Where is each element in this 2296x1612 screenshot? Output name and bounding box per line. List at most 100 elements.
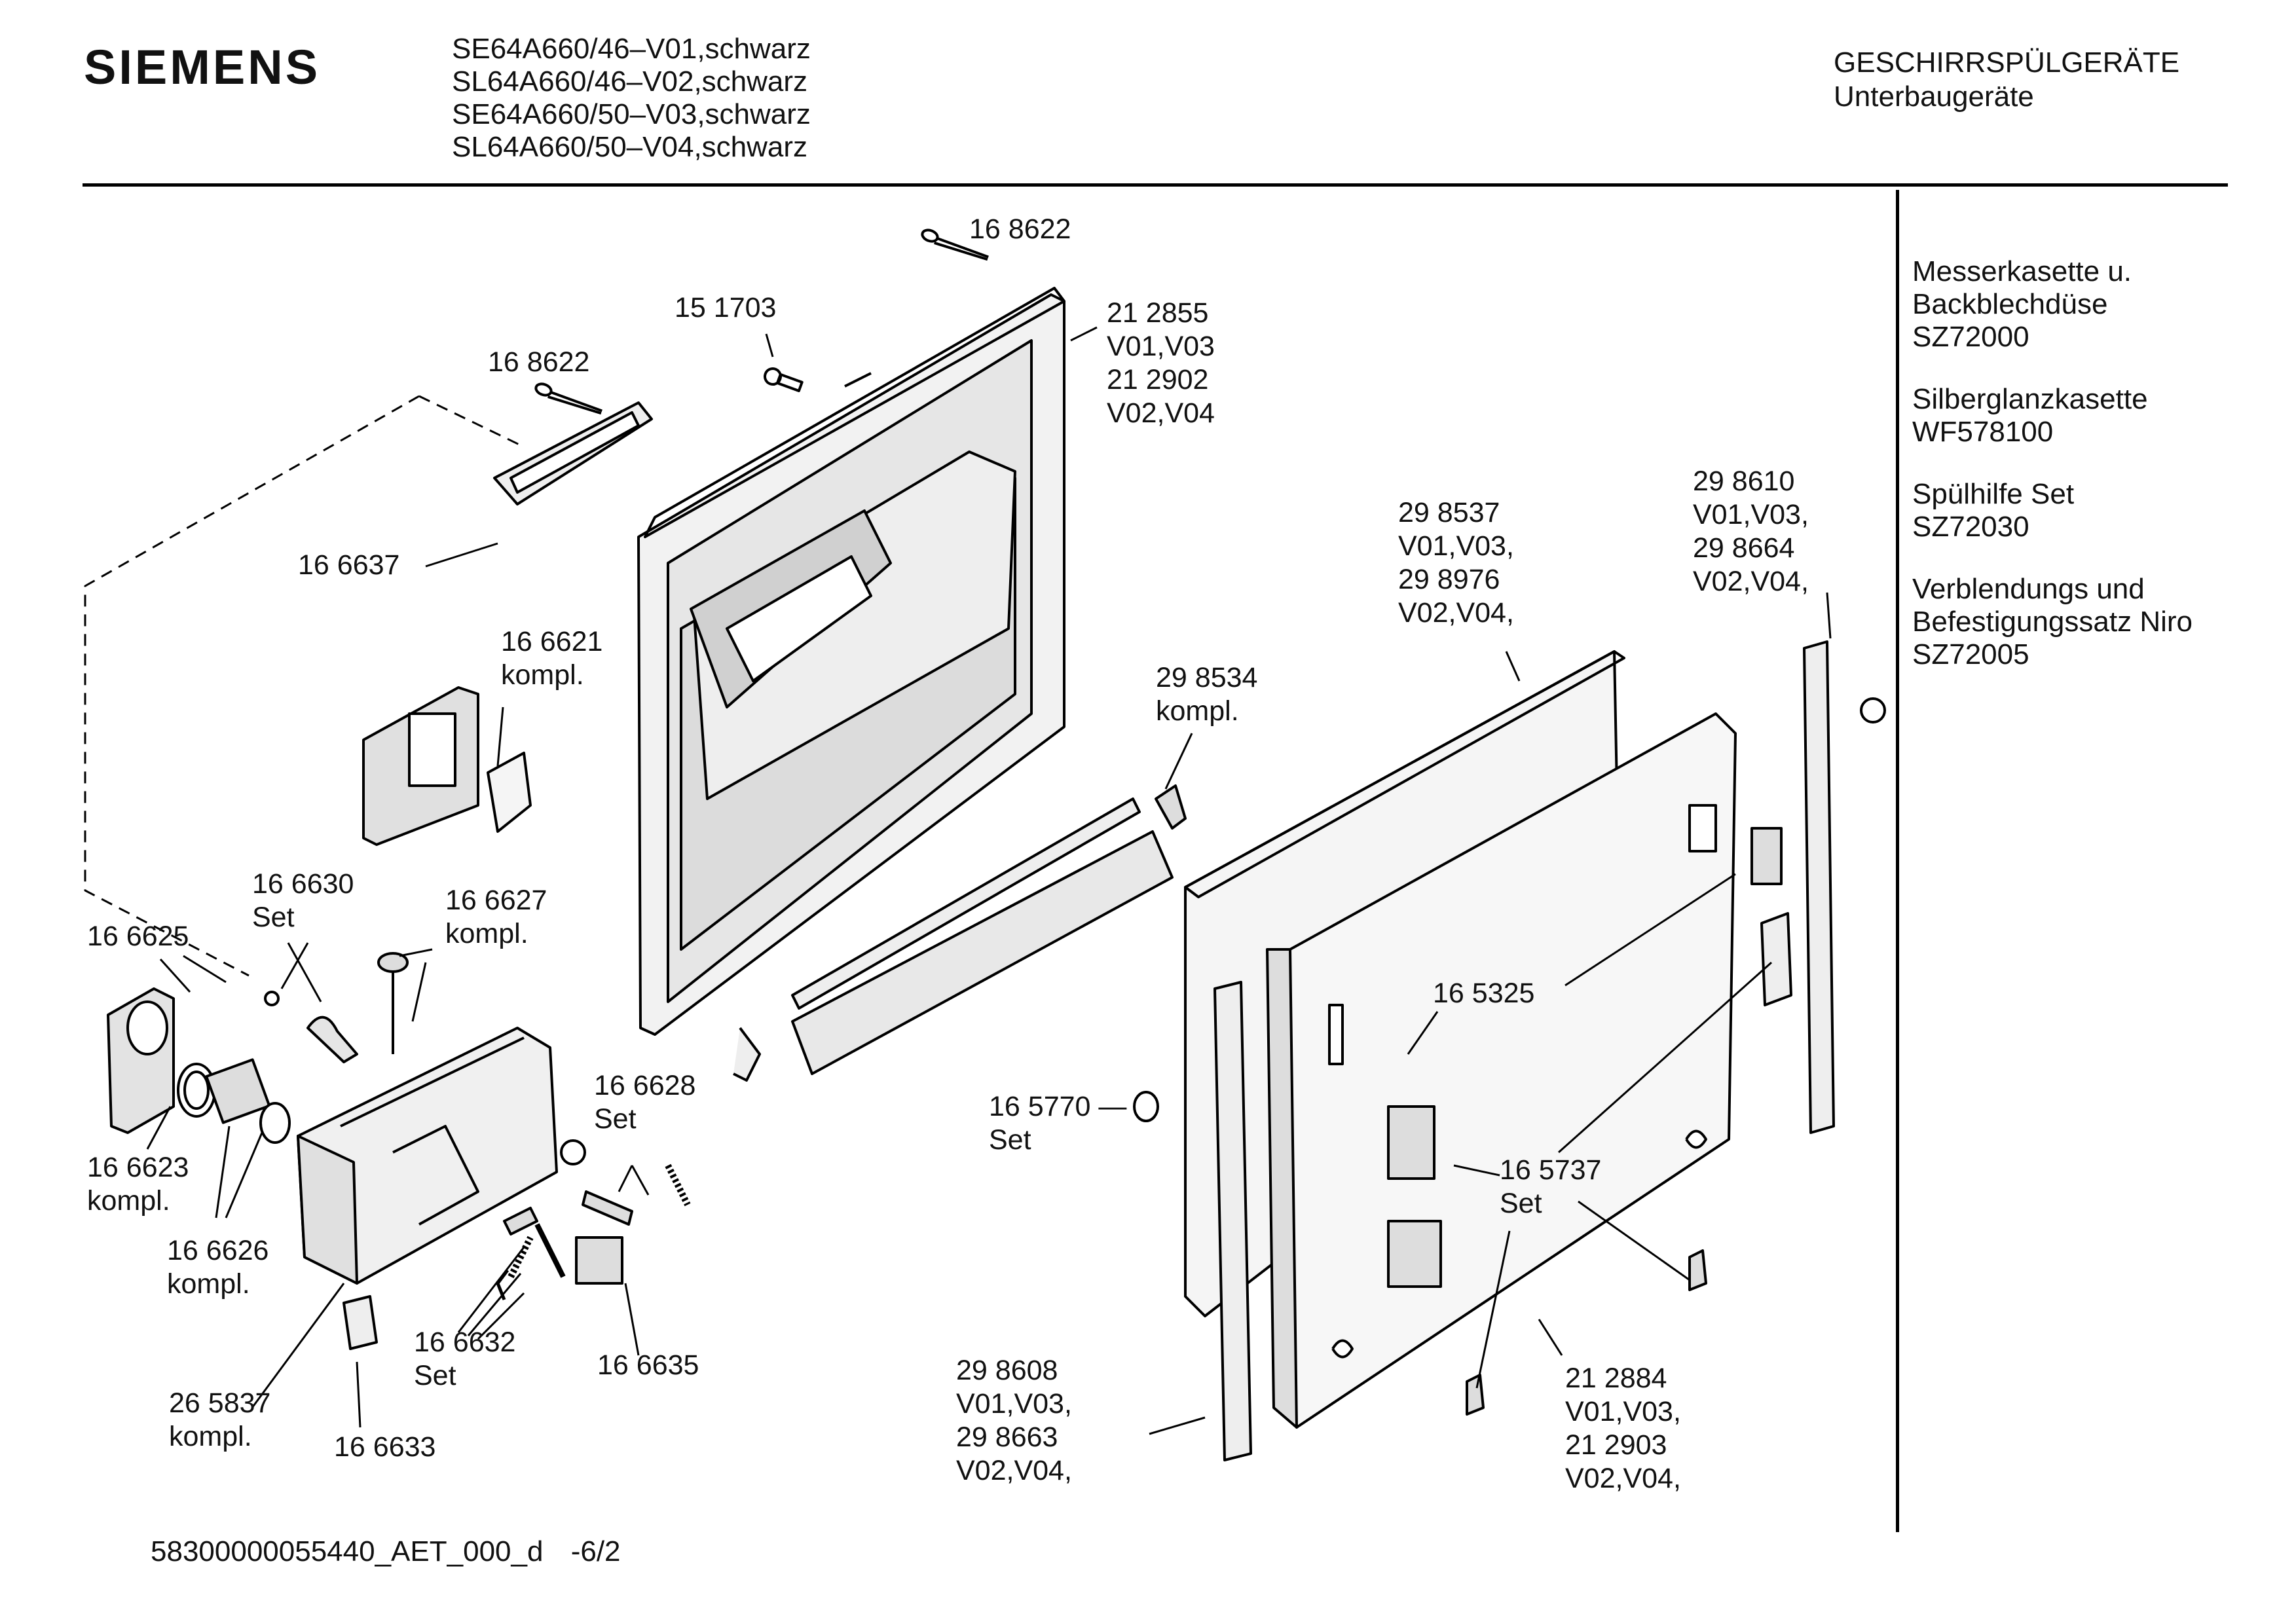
accessory-line: Befestigungssatz Niro	[1912, 606, 2193, 638]
accessory-line: Spülhilfe Set	[1912, 478, 2075, 510]
accessory-code: SZ72005	[1912, 638, 2029, 670]
side-rail-right	[1803, 640, 1835, 1134]
part-note: kompl.	[501, 659, 584, 691]
part-note: Set	[414, 1360, 456, 1391]
part-label-group: 16 6627 kompl.	[445, 884, 547, 951]
part-number: 21 2902	[1107, 364, 1209, 395]
part-note: kompl.	[445, 918, 528, 949]
category: GESCHIRRSPÜLGERÄTE Unterbaugeräte	[1834, 46, 2179, 114]
part-label-group: 29 8610 V01,V03, 29 8664 V02,V04,	[1693, 465, 1809, 598]
part-number: 16 6632	[414, 1327, 516, 1358]
part-label-group: 21 2855 V01,V03 21 2902 V02,V04	[1107, 297, 1215, 430]
part-note: kompl.	[169, 1421, 252, 1452]
part-number: 16 6628	[594, 1070, 696, 1101]
part-note: kompl.	[167, 1268, 250, 1300]
part-label-group: 16 5770 — Set	[989, 1090, 1126, 1157]
brand-logo: SIEMENS	[84, 40, 321, 94]
accessory-line: Messerkasette u.	[1912, 255, 2132, 287]
part-number: 29 8664	[1693, 532, 1795, 564]
accessory-line: Silberglanzkasette	[1912, 383, 2148, 415]
accessory-code: SZ72030	[1912, 511, 2029, 543]
part-number: 16 6627	[445, 885, 547, 916]
accessory-item: Verblendungs und Befestigungssatz Niro S…	[1912, 573, 2193, 671]
part-label-group: 29 8534 kompl.	[1156, 661, 1257, 728]
footer: 58300000055440_AET_000_d -6/2	[151, 1535, 621, 1568]
part-variant: V01,V03,	[1565, 1396, 1681, 1427]
accessory-line: Backblechdüse	[1912, 288, 2108, 320]
part-label: 16 6635	[597, 1349, 699, 1381]
model-line: SE64A660/50–V03,schwarz	[452, 98, 811, 130]
part-variant: V02,V04,	[1565, 1463, 1681, 1494]
part-variant: V01,V03,	[1398, 530, 1514, 562]
sidebar-divider	[1896, 190, 1899, 1532]
part-number: 16 6630	[252, 868, 354, 900]
part-label: 16 5325	[1433, 978, 1535, 1009]
decor-panel	[1266, 712, 1737, 1429]
part-note: Set	[594, 1103, 637, 1135]
accessory-item: Messerkasette u. Backblechdüse SZ72000	[1912, 255, 2132, 354]
part-label-group: 16 6632 Set	[414, 1326, 515, 1393]
part-label-group: 16 6623 kompl.	[87, 1151, 189, 1218]
part-number: 16 6626	[167, 1235, 269, 1266]
screw-short	[764, 367, 804, 392]
part-variant: V02,V04,	[1398, 597, 1514, 629]
model-line: SL64A660/50–V04,schwarz	[452, 131, 808, 163]
part-label: 16 6637	[298, 549, 400, 581]
accessory-code: SZ72000	[1912, 321, 2029, 353]
part-number: 29 8608	[956, 1355, 1058, 1386]
part-number: 16 6621	[501, 626, 603, 657]
part-label: 16 8622	[969, 213, 1071, 245]
control-housing	[297, 1027, 558, 1285]
accessory-item: Silberglanzkasette WF578100	[1912, 383, 2148, 449]
part-label-group: 16 6626 kompl.	[167, 1234, 268, 1301]
part-label-group: 16 6628 Set	[594, 1069, 695, 1136]
part-note: kompl.	[87, 1185, 170, 1217]
trim-strips	[791, 797, 1174, 1075]
side-rail-left	[1213, 981, 1252, 1461]
part-variant: V02,V04	[1107, 397, 1215, 429]
part-note: Set	[1500, 1188, 1542, 1219]
screw-top	[921, 229, 989, 261]
part-label: 16 6625	[87, 921, 189, 952]
part-label: 16 8622	[488, 346, 590, 378]
part-number: 29 8537	[1398, 497, 1500, 528]
part-label-group: 26 5837 kompl.	[169, 1387, 270, 1454]
part-label-group: 21 2884 V01,V03, 21 2903 V02,V04,	[1565, 1362, 1681, 1495]
accessory-code: WF578100	[1912, 416, 2054, 448]
part-note: Set	[252, 902, 295, 933]
part-label: 15 1703	[675, 292, 777, 323]
screw-left	[534, 382, 602, 415]
document-id: 58300000055440_AET_000_d	[151, 1535, 544, 1567]
leader-lines	[146, 326, 1832, 1435]
dispenser-module	[362, 686, 532, 846]
brackets	[1466, 827, 1792, 1416]
part-variant: V01,V03,	[956, 1388, 1072, 1420]
accessory-line: Verblendungs und	[1912, 573, 2145, 605]
part-variant: V02,V04,	[1693, 566, 1809, 597]
part-variant: V01,V03	[1107, 331, 1215, 362]
part-number: 29 8976	[1398, 564, 1500, 595]
part-number: 21 2884	[1565, 1363, 1667, 1394]
small-parts	[264, 697, 1886, 1350]
part-number: 16 5770 —	[989, 1091, 1127, 1122]
part-label-group: 16 5737 Set	[1500, 1154, 1601, 1220]
category-subtitle: Unterbaugeräte	[1834, 81, 2034, 113]
part-note: Set	[989, 1124, 1031, 1156]
accessory-item: Spülhilfe Set SZ72030	[1912, 478, 2074, 543]
part-label-group: 16 6630 Set	[252, 868, 354, 934]
part-number: 16 6623	[87, 1152, 189, 1183]
model-line: SE64A660/46–V01,schwarz	[452, 33, 811, 65]
part-label-group: 16 6621 kompl.	[501, 625, 602, 692]
part-number: 21 2855	[1107, 297, 1209, 329]
part-variant: V01,V03,	[1693, 499, 1809, 530]
part-label-group: 29 8608 V01,V03, 29 8663 V02,V04,	[956, 1354, 1072, 1488]
part-label: 16 6633	[334, 1431, 436, 1463]
seal-frame	[493, 401, 653, 505]
part-number: 26 5837	[169, 1387, 271, 1419]
part-number: 21 2903	[1565, 1429, 1667, 1461]
part-label-group: 29 8537 V01,V03, 29 8976 V02,V04,	[1398, 496, 1514, 630]
header-divider	[83, 183, 2228, 187]
handle-assembly	[107, 987, 291, 1144]
part-number: 29 8534	[1156, 662, 1258, 693]
